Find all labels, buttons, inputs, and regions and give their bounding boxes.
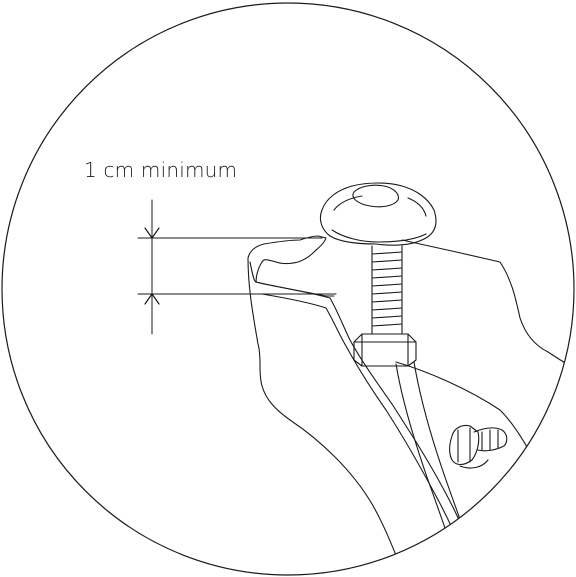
bracket-plate-inner <box>261 293 469 567</box>
knob-top-pad <box>352 184 399 208</box>
bracket-strip-left <box>395 363 463 575</box>
knob-rim <box>333 195 427 217</box>
dimension-arrow-up <box>144 293 160 305</box>
housing-outline <box>401 239 574 373</box>
housing-lower-edge <box>395 361 549 491</box>
dimension-label: 1 cm minimum <box>84 158 238 182</box>
side-bolt <box>449 424 508 469</box>
knob-body <box>319 182 437 246</box>
bracket-outer-wall <box>247 257 407 575</box>
bracket-plate-outer <box>255 281 477 561</box>
bracket-hook <box>247 235 335 297</box>
knob-skirt <box>331 229 427 243</box>
bracket-plate-edge <box>249 261 257 283</box>
screw-shank <box>371 245 403 335</box>
dimension-arrow-down <box>144 227 160 239</box>
hex-nut <box>353 333 417 367</box>
